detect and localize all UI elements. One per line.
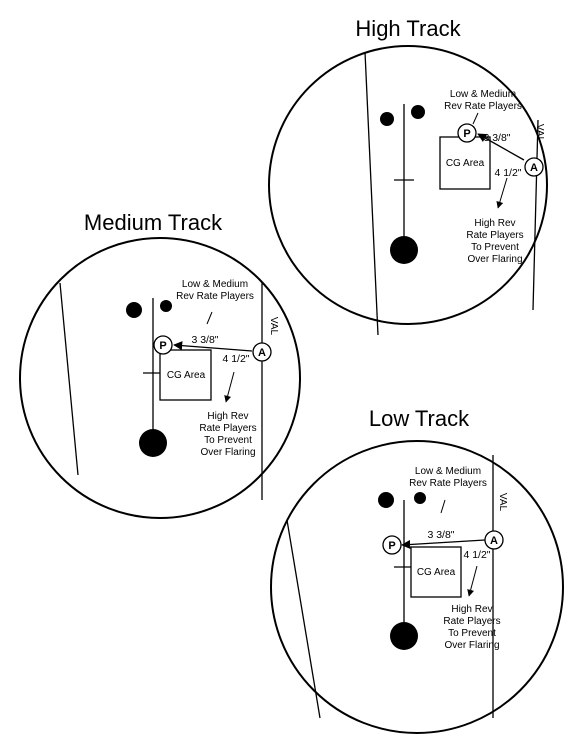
medium-low-medium-pointer [206, 311, 213, 325]
high-vertical-measure: 4 1/2" [494, 167, 521, 179]
medium-track-diagram: Medium Track CG Area P A Low & Medium Re… [19, 210, 301, 519]
low-thumb-hole [390, 622, 418, 650]
medium-pin-marker [153, 335, 173, 355]
medium-low-medium-line1: Low & Medium [182, 279, 248, 290]
medium-pin-letter: P [159, 340, 166, 352]
low-low-medium-line1: Low & Medium [415, 466, 481, 477]
high-thumb-hole [390, 236, 418, 264]
low-low-medium-pointer [440, 499, 446, 514]
high-low-medium-line2: Rev Rate Players [444, 101, 522, 112]
low-finger-hole-right [414, 492, 426, 504]
medium-high-rev-line3: To Prevent [204, 435, 252, 446]
medium-high-rev-line4: Over Flaring [200, 447, 255, 458]
high-finger-hole-left [380, 112, 394, 126]
low-axis-letter: A [490, 535, 498, 547]
high-pin-letter: P [463, 128, 470, 140]
low-pin-letter: P [388, 540, 395, 552]
low-cg-area-label: CG Area [417, 567, 456, 578]
medium-vertical-measure: 4 1/2" [222, 353, 249, 365]
high-high-rev-line4: Over Flaring [467, 254, 522, 265]
medium-low-medium-line2: Rev Rate Players [176, 291, 254, 302]
high-high-rev-line1: High Rev [474, 218, 515, 229]
high-cg-area-label: CG Area [446, 158, 485, 169]
low-axis-marker [484, 530, 504, 550]
high-pin-marker [457, 123, 477, 143]
low-high-rev-line2: Rate Players [443, 616, 500, 627]
high-track-line [364, 51, 379, 336]
medium-track-line [59, 282, 79, 476]
medium-high-rev-pointer [224, 371, 235, 403]
medium-high-rev-line1: High Rev [207, 411, 248, 422]
high-track-diagram: High Track CG Area P A Low & Medium Rev … [268, 16, 548, 336]
low-vertical-measure: 4 1/2" [463, 549, 490, 561]
medium-axis-marker [252, 342, 272, 362]
high-high-rev-line2: Rate Players [466, 230, 523, 241]
medium-finger-hole-right [160, 300, 172, 312]
low-horizontal-measure: 3 3/8" [427, 529, 454, 541]
high-low-medium-pointer [472, 112, 479, 125]
medium-high-rev-line2: Rate Players [199, 423, 256, 434]
low-finger-hole-left [378, 492, 394, 508]
medium-axis-to-pin-arrow [173, 341, 253, 352]
medium-track-title: Medium Track [84, 210, 223, 235]
medium-ball-outline [19, 237, 301, 519]
low-cg-area-box [410, 546, 462, 598]
high-low-medium-line1: Low & Medium [450, 89, 516, 100]
high-val-line [532, 119, 539, 311]
high-high-rev-pointer [496, 177, 508, 209]
medium-axis-letter: A [258, 347, 266, 359]
low-pin-marker [382, 535, 402, 555]
low-axis-to-pin-arrow [401, 539, 486, 550]
low-high-rev-line3: To Prevent [448, 628, 496, 639]
low-track-diagram: Low Track CG Area P A Low & Medium Rev R… [270, 406, 564, 734]
medium-cg-area-label: CG Area [167, 370, 206, 381]
low-high-rev-line1: High Rev [451, 604, 492, 615]
medium-finger-hole-left [126, 302, 142, 318]
low-ball-outline [270, 440, 564, 734]
high-ball-outline [268, 45, 548, 325]
high-cg-area-box [439, 136, 491, 190]
high-high-rev-line3: To Prevent [471, 242, 519, 253]
high-track-title: High Track [355, 16, 461, 41]
medium-cg-area-box [159, 349, 212, 401]
medium-thumb-hole [139, 429, 167, 457]
low-track-title: Low Track [369, 406, 470, 431]
medium-horizontal-measure: 3 3/8" [191, 334, 218, 346]
low-val-label: VAL [497, 493, 508, 512]
low-low-medium-line2: Rev Rate Players [409, 478, 487, 489]
high-horizontal-measure: 3 3/8" [483, 132, 510, 144]
low-high-rev-pointer [467, 565, 478, 597]
high-finger-hole-right [411, 105, 425, 119]
high-axis-letter: A [530, 162, 538, 174]
low-track-line [286, 519, 321, 719]
high-axis-to-pin-arrow [477, 133, 525, 161]
medium-val-label: VAL [268, 317, 279, 336]
low-high-rev-line4: Over Flaring [444, 640, 499, 651]
high-axis-marker [524, 157, 544, 177]
high-val-label: VAL [534, 124, 545, 143]
